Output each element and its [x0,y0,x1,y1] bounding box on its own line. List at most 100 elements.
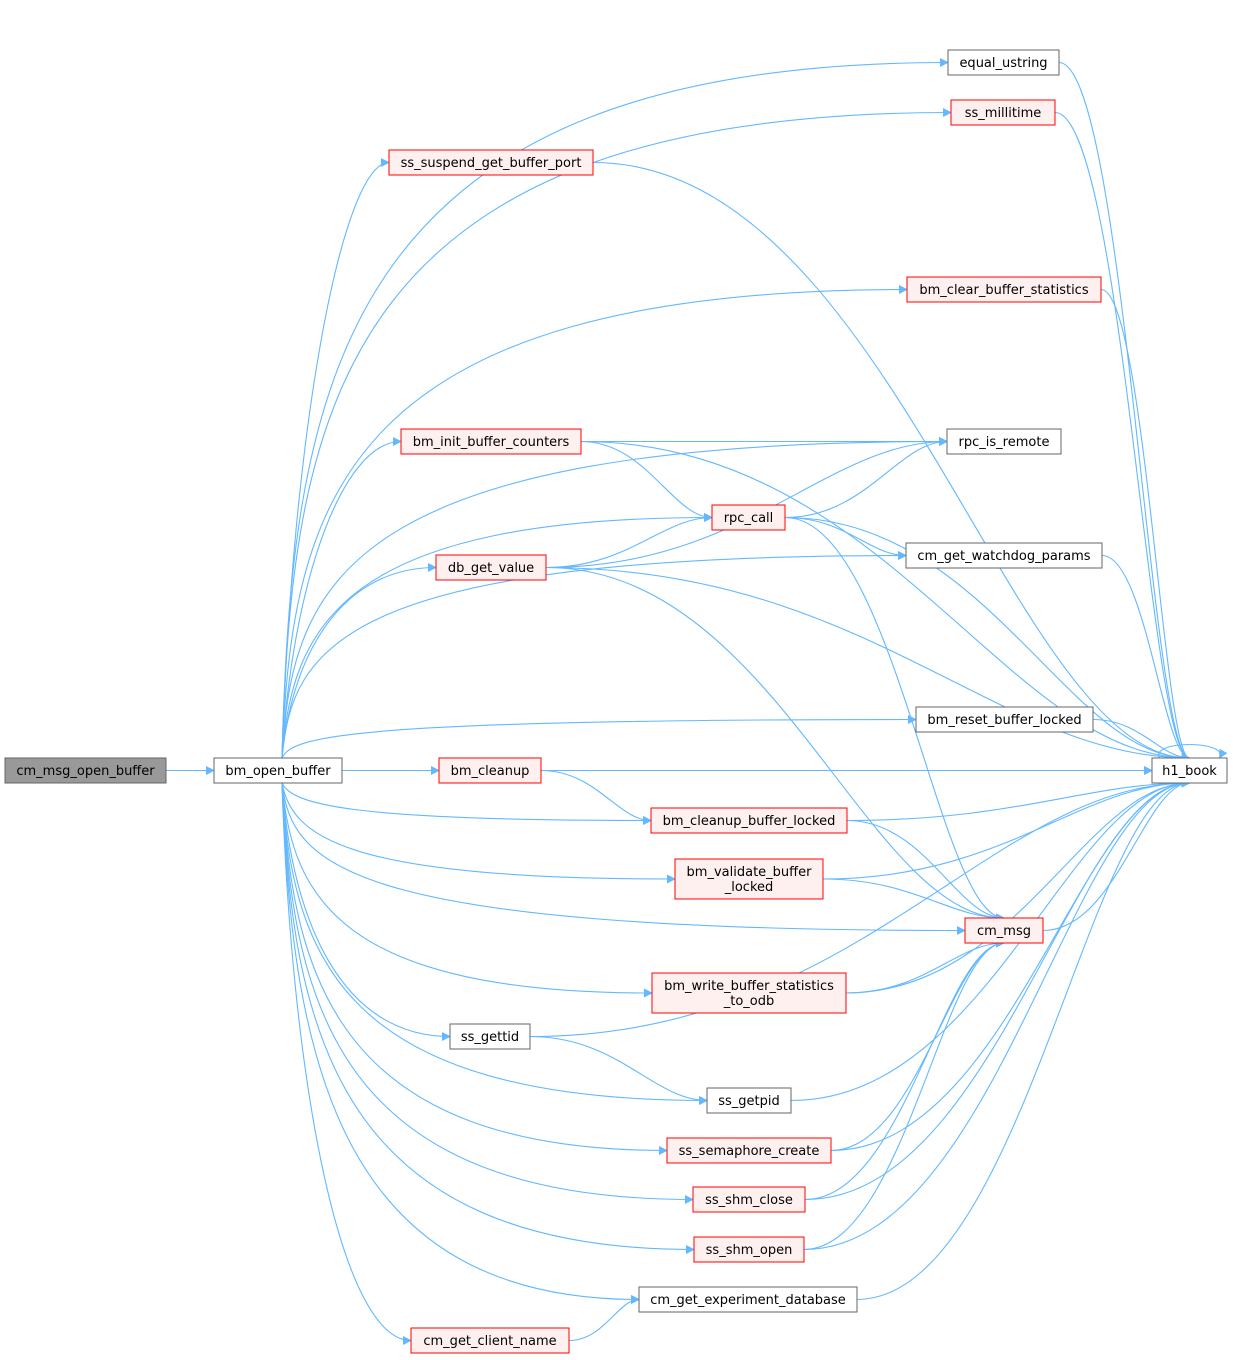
node-ss-suspend-get-buffer-port[interactable]: ss_suspend_get_buffer_port [388,149,594,176]
node-box [711,504,786,531]
edge-ss-shm-close-to-cm-msg [804,938,1005,1201]
node-label: bm_cleanup [451,764,530,779]
node-label: ss_suspend_get_buffer_port [401,156,582,171]
node-box [388,149,594,176]
node-label: cm_get_experiment_database [650,1293,846,1308]
node-ss-semaphore-create[interactable]: ss_semaphore_create [666,1137,832,1164]
node-box [693,1236,805,1263]
node-rpc-is-remote[interactable]: rpc_is_remote [946,428,1062,455]
node-box [905,542,1103,569]
node-box [706,1087,792,1114]
edge-bm-init-buffer-counters-to-h1-book [580,440,1191,763]
edge-bm-validate-buffer-locked-to-cm-msg [822,878,1005,923]
edge-bm-cleanup-to-bm-cleanup-buffer-locked [540,769,652,825]
node-label: cm_msg [977,924,1031,939]
edge-bm-write-buffer-statistics-to-odb-to-cm-msg [845,938,1005,994]
node-label: cm_get_client_name [423,1334,556,1349]
node-cm-get-client-name[interactable]: cm_get_client_name [410,1327,570,1354]
node-box [906,276,1102,303]
edge-bm-open-buffer-to-equal-ustring [281,58,949,759]
edge-ss-gettid-to-ss-getpid [529,1035,708,1105]
node-equal-ustring[interactable]: equal_ustring [947,49,1060,76]
edge-ss-gettid-to-h1-book [529,778,1191,1038]
edge-bm-open-buffer-to-ss-shm-open [281,782,695,1254]
node-bm-init-buffer-counters[interactable]: bm_init_buffer_counters [400,428,582,455]
node-label: bm_clear_buffer_statistics [919,283,1088,298]
node-box [692,1186,806,1213]
edge-bm-open-buffer-to-bm-cleanup-buffer-locked [281,782,652,825]
node-label: _locked [724,880,774,895]
node-label: cm_get_watchdog_params [917,549,1090,564]
edge-bm-open-buffer-to-rpc-is-remote [281,437,948,759]
edge-cm-msg-to-h1-book [1042,778,1191,932]
edge-bm-open-buffer-to-ss-suspend-get-buffer-port [281,158,390,759]
node-label: h1_book [1162,764,1217,779]
node-bm-cleanup[interactable]: bm_cleanup [438,757,542,784]
node-ss-shm-close[interactable]: ss_shm_close [692,1186,806,1213]
node-ss-gettid[interactable]: ss_gettid [449,1023,531,1050]
node-box [1151,757,1228,784]
node-box [410,1327,570,1354]
edge-bm-open-buffer-to-cm-msg [281,782,966,935]
node-box [449,1023,531,1050]
edge-bm-open-buffer-to-bm-validate-buffer-locked [281,782,676,884]
edge-rpc-call-to-rpc-is-remote [784,437,948,519]
node-label: equal_ustring [959,56,1047,71]
node-label: ss_shm_open [706,1243,793,1258]
edge-rpc-call-to-h1-book [784,516,1191,763]
edge-bm-open-buffer-to-bm-init-buffer-counters [281,437,402,759]
node-label: bm_init_buffer_counters [413,435,570,450]
edge-ss-millitime-to-h1-book [1054,111,1191,763]
node-bm-cleanup-buffer-locked[interactable]: bm_cleanup_buffer_locked [650,807,848,834]
node-ss-millitime[interactable]: ss_millitime [950,99,1056,126]
edge-rpc-call-to-cm-get-watchdog-params [784,516,907,560]
edge-bm-reset-buffer-locked-to-h1-book [1092,718,1191,763]
node-db-get-value[interactable]: db_get_value [435,554,547,581]
node-h1-book[interactable]: h1_book [1151,757,1228,784]
node-layer: cm_msg_open_buffer bm_open_buffer equal_us… [4,49,1228,1354]
node-label: bm_reset_buffer_locked [927,713,1081,728]
edge-db-get-value-to-h1-book [545,566,1191,763]
node-label: _to_odb [723,994,775,1009]
node-cm-get-experiment-database[interactable]: cm_get_experiment_database [638,1286,858,1313]
edge-bm-open-buffer-to-bm-write-buffer-statistics-to-odb [281,782,653,998]
node-bm-open-buffer[interactable]: bm_open_buffer [213,757,343,784]
node-ss-shm-open[interactable]: ss_shm_open [693,1236,805,1263]
node-label: ss_getpid [718,1094,780,1109]
edge-cm-get-watchdog-params-to-h1-book [1101,554,1191,763]
edge-ss-shm-close-to-h1-book [804,778,1191,1201]
node-box [946,428,1062,455]
node-box [666,1137,832,1164]
edge-ss-shm-open-to-h1-book [803,778,1191,1251]
node-cm-get-watchdog-params[interactable]: cm_get_watchdog_params [905,542,1103,569]
node-box [638,1286,858,1313]
edge-ss-shm-open-to-cm-msg [803,938,1005,1251]
edge-bm-open-buffer-to-ss-gettid [281,782,451,1041]
edge-bm-open-buffer-to-ss-millitime [281,108,952,759]
node-box [650,807,848,834]
node-bm-reset-buffer-locked[interactable]: bm_reset_buffer_locked [915,706,1094,733]
node-cm-msg-open-buffer[interactable]: cm_msg_open_buffer [4,757,167,784]
node-box [400,428,582,455]
node-bm-validate-buffer-locked[interactable]: bm_validate_buffer_locked [674,858,824,900]
node-bm-clear-buffer-statistics[interactable]: bm_clear_buffer_statistics [906,276,1102,303]
node-ss-getpid[interactable]: ss_getpid [706,1087,792,1114]
node-cm-msg[interactable]: cm_msg [964,917,1044,944]
edge-bm-open-buffer-to-ss-shm-close [281,782,694,1204]
node-box [674,858,824,900]
edge-bm-cleanup-buffer-locked-to-h1-book [846,778,1191,822]
edge-bm-open-buffer-to-bm-clear-buffer-statistics [281,285,908,759]
edge-bm-open-buffer-to-bm-reset-buffer-locked [281,715,917,759]
edge-bm-open-buffer-to-rpc-call [281,513,713,759]
edge-bm-cleanup-buffer-locked-to-cm-msg [846,819,1005,923]
node-box [964,917,1044,944]
node-label: bm_write_buffer_statistics [664,979,834,994]
edge-ss-suspend-get-buffer-port-to-h1-book [592,161,1191,763]
edge-equal-ustring-to-h1-book [1058,61,1191,763]
node-rpc-call[interactable]: rpc_call [711,504,786,531]
edge-bm-open-buffer-to-cm-get-client-name [281,782,412,1345]
node-label: bm_open_buffer [225,764,331,779]
node-box [4,757,167,784]
node-bm-write-buffer-statistics-to-odb[interactable]: bm_write_buffer_statistics_to_odb [651,972,847,1014]
